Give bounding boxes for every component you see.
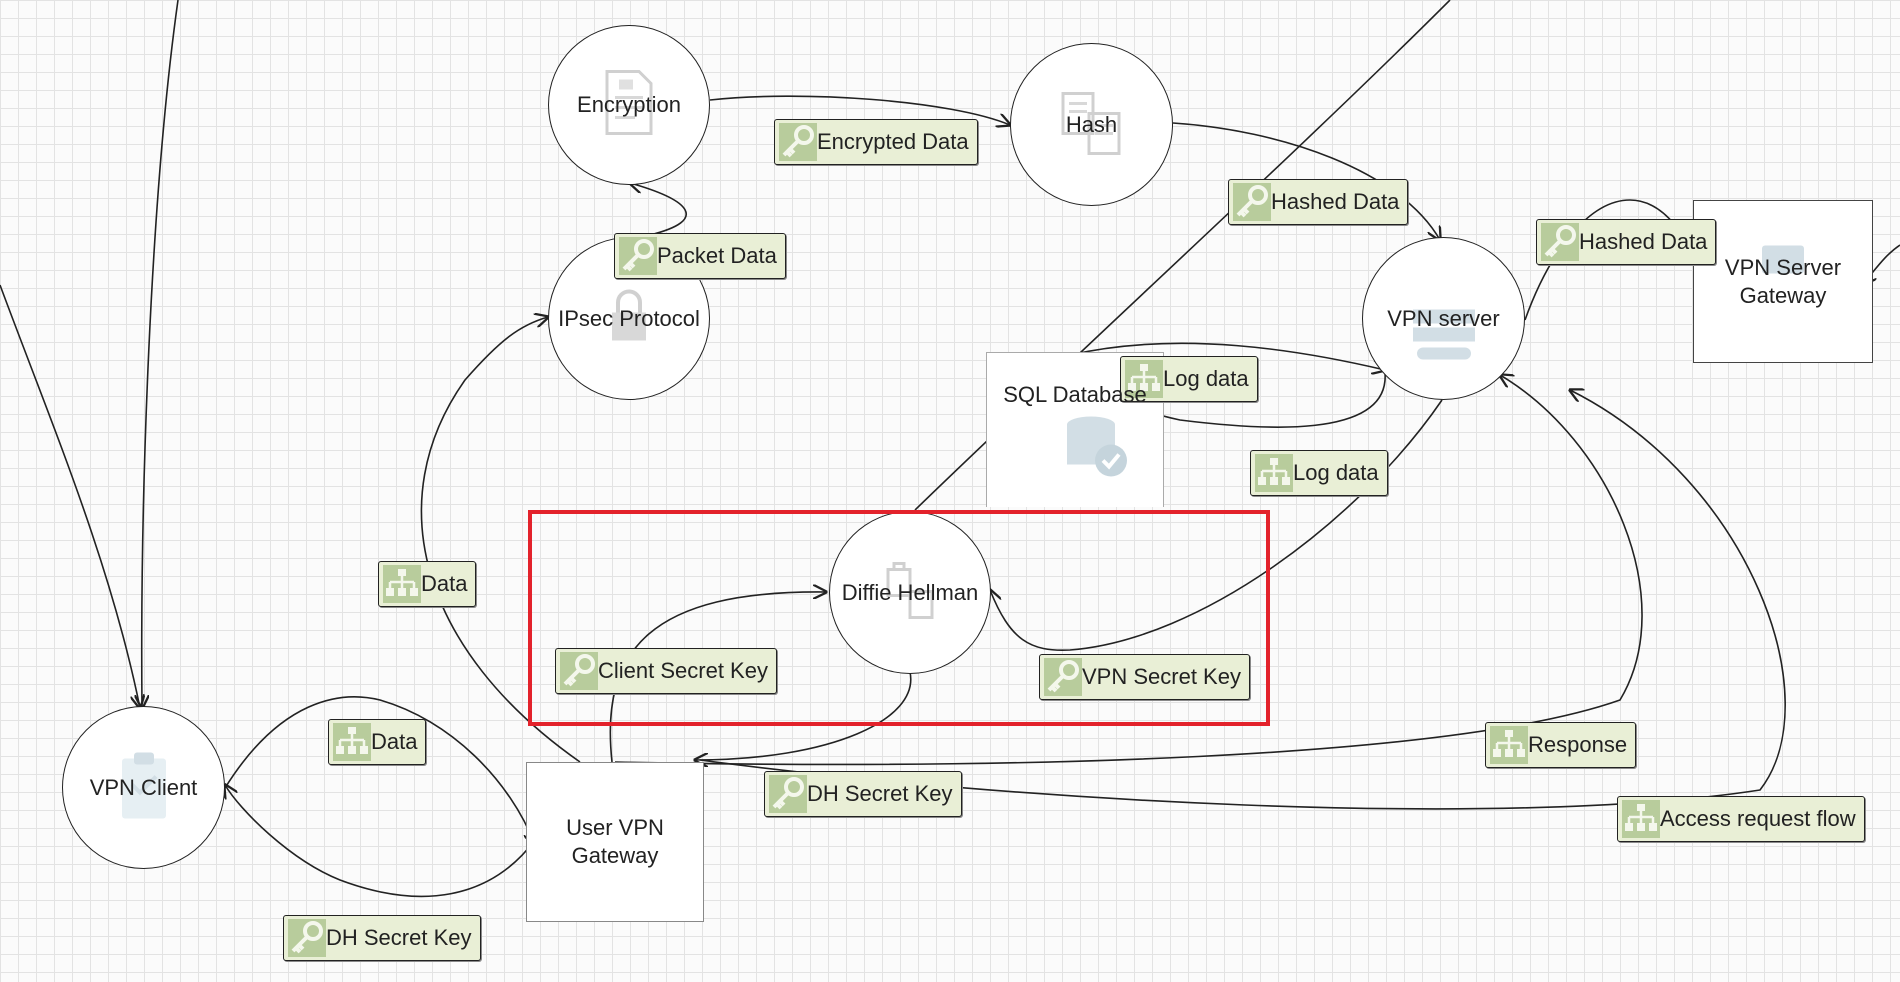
hierarchy-icon: [1620, 798, 1662, 840]
flow-hashed-data-2[interactable]: Hashed Data: [1536, 219, 1717, 265]
edge-top-to-vpn-client: [142, 0, 179, 708]
key-icon: [767, 773, 809, 815]
flow-log-data-1[interactable]: Log data: [1120, 356, 1258, 402]
key-icon: [777, 121, 819, 163]
flow-access-request-flow[interactable]: Access request flow: [1617, 796, 1865, 842]
trust-boundary-box: [528, 510, 1270, 726]
edge-left-to-vpn-client: [0, 284, 140, 708]
key-icon: [617, 235, 659, 277]
vpn-client-process[interactable]: VPN Client: [62, 706, 225, 869]
hierarchy-icon: [381, 563, 423, 605]
ipsec-protocol-label: IPsec Protocol: [558, 305, 700, 331]
hierarchy-icon: [1488, 724, 1530, 766]
vpn-client-label: VPN Client: [89, 774, 198, 800]
lock-icon: [604, 286, 654, 351]
encryption-process[interactable]: Encryption: [548, 25, 710, 185]
server-icon: [1409, 305, 1479, 370]
edge-db-to-vpn-server: [1069, 342, 1385, 370]
flow-client-secret-key[interactable]: Client Secret Key: [555, 648, 777, 694]
edge-vpn-client-to-gateway: [224, 696, 535, 845]
vpn-server-label: VPN server: [1387, 305, 1500, 331]
flow-dh-secret-key-1[interactable]: DH Secret Key: [764, 771, 962, 817]
flow-log-data-2[interactable]: Log data: [1250, 450, 1388, 496]
vpn-server-gateway-entity[interactable]: VPN Server Gateway: [1693, 200, 1873, 363]
database-icon: [1061, 411, 1131, 486]
diffie-hellman-label: Diffie Hellman: [841, 579, 979, 605]
key-icon: [1539, 221, 1581, 263]
hash-label: Hash: [1065, 111, 1118, 137]
edge-encryption-to-hash: [709, 95, 1010, 125]
edge-ipsec-to-encryption: [630, 183, 687, 236]
flow-vpn-secret-key[interactable]: VPN Secret Key: [1039, 654, 1250, 700]
edge-hash-to-vpn-server: [1172, 122, 1440, 240]
flow-data-1[interactable]: Data: [378, 561, 477, 607]
flow-hashed-data-1[interactable]: Hashed Data: [1228, 179, 1409, 225]
edge-gateway-to-vpn-client: [225, 785, 536, 898]
key-icon: [1231, 181, 1273, 223]
flow-packet-data[interactable]: Packet Data: [614, 233, 786, 279]
gateway-icon: [1758, 240, 1808, 285]
key-exchange-icon: [880, 555, 940, 630]
flow-data-2[interactable]: Data: [328, 719, 427, 765]
flow-response[interactable]: Response: [1485, 722, 1637, 768]
key-icon: [1042, 656, 1084, 698]
hash-process[interactable]: Hash: [1010, 43, 1173, 206]
edge-gateway-to-diffie: [609, 592, 826, 763]
flow-dh-secret-key-2[interactable]: DH Secret Key: [283, 915, 481, 961]
key-icon: [286, 917, 328, 959]
flow-encrypted-data[interactable]: Encrypted Data: [774, 119, 978, 165]
edge-diffie-to-gateway: [695, 671, 912, 760]
diffie-hellman-process[interactable]: Diffie Hellman: [829, 511, 991, 674]
user-vpn-gateway-label: User VPN Gateway: [566, 815, 664, 868]
vpn-server-gateway-label: VPN Server Gateway: [1724, 254, 1842, 308]
hierarchy-icon: [1253, 452, 1295, 494]
hash-document-icon: [1055, 85, 1129, 164]
encryption-label: Encryption: [577, 92, 681, 117]
vpn-server-process[interactable]: VPN server: [1362, 237, 1525, 400]
hierarchy-icon: [331, 721, 373, 763]
document-lock-icon: [599, 68, 659, 143]
clipboard-icon: [114, 748, 174, 827]
key-icon: [558, 650, 600, 692]
sql-database-label: SQL Database: [1003, 382, 1147, 407]
edge-gateway-to-ipsec: [420, 317, 581, 763]
user-vpn-gateway-entity[interactable]: User VPN Gateway: [526, 762, 704, 922]
